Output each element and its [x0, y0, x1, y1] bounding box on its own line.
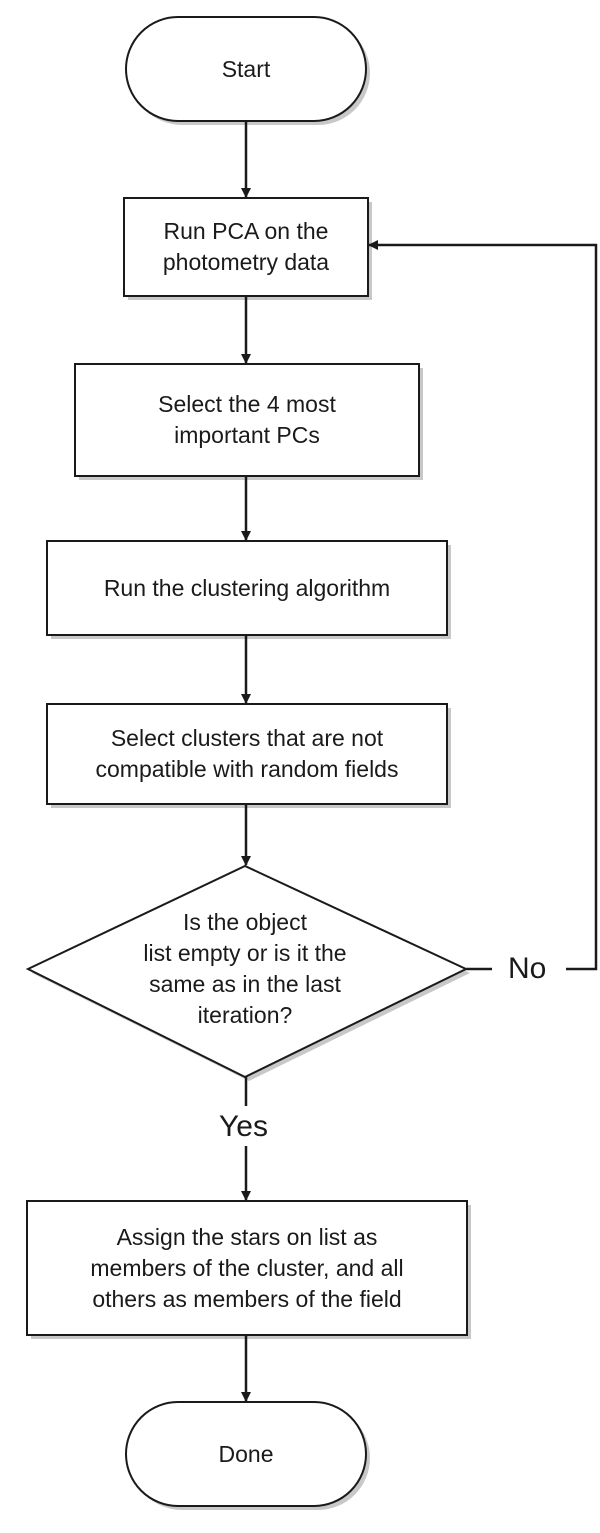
- arrow-no-loop-back: [368, 240, 598, 971]
- select-clusters-label: Select clusters that are not compatible …: [95, 725, 399, 782]
- start-label: Start: [221, 55, 271, 82]
- run-clustering-box: [46, 540, 448, 636]
- assign-box: [26, 1200, 468, 1336]
- select-pcs-label: Select the 4 most important PCs: [158, 391, 336, 448]
- done-label: Done: [218, 1440, 274, 1467]
- run-pca-box: [123, 197, 369, 297]
- no-branch-label: No: [508, 952, 547, 985]
- yes-branch-label: Yes: [219, 1110, 268, 1143]
- done-terminal: [125, 1401, 367, 1507]
- select-clusters-box: [46, 703, 448, 805]
- assign-label: Assign the stars on list as members of t…: [90, 1223, 404, 1312]
- decision-label: Is the object list empty or is it the sa…: [143, 909, 347, 1028]
- run-clustering-label: Run the clustering algorithm: [103, 574, 391, 601]
- run-pca-label: Run PCA on the photometry data: [162, 218, 330, 275]
- select-pcs-box: [74, 363, 420, 477]
